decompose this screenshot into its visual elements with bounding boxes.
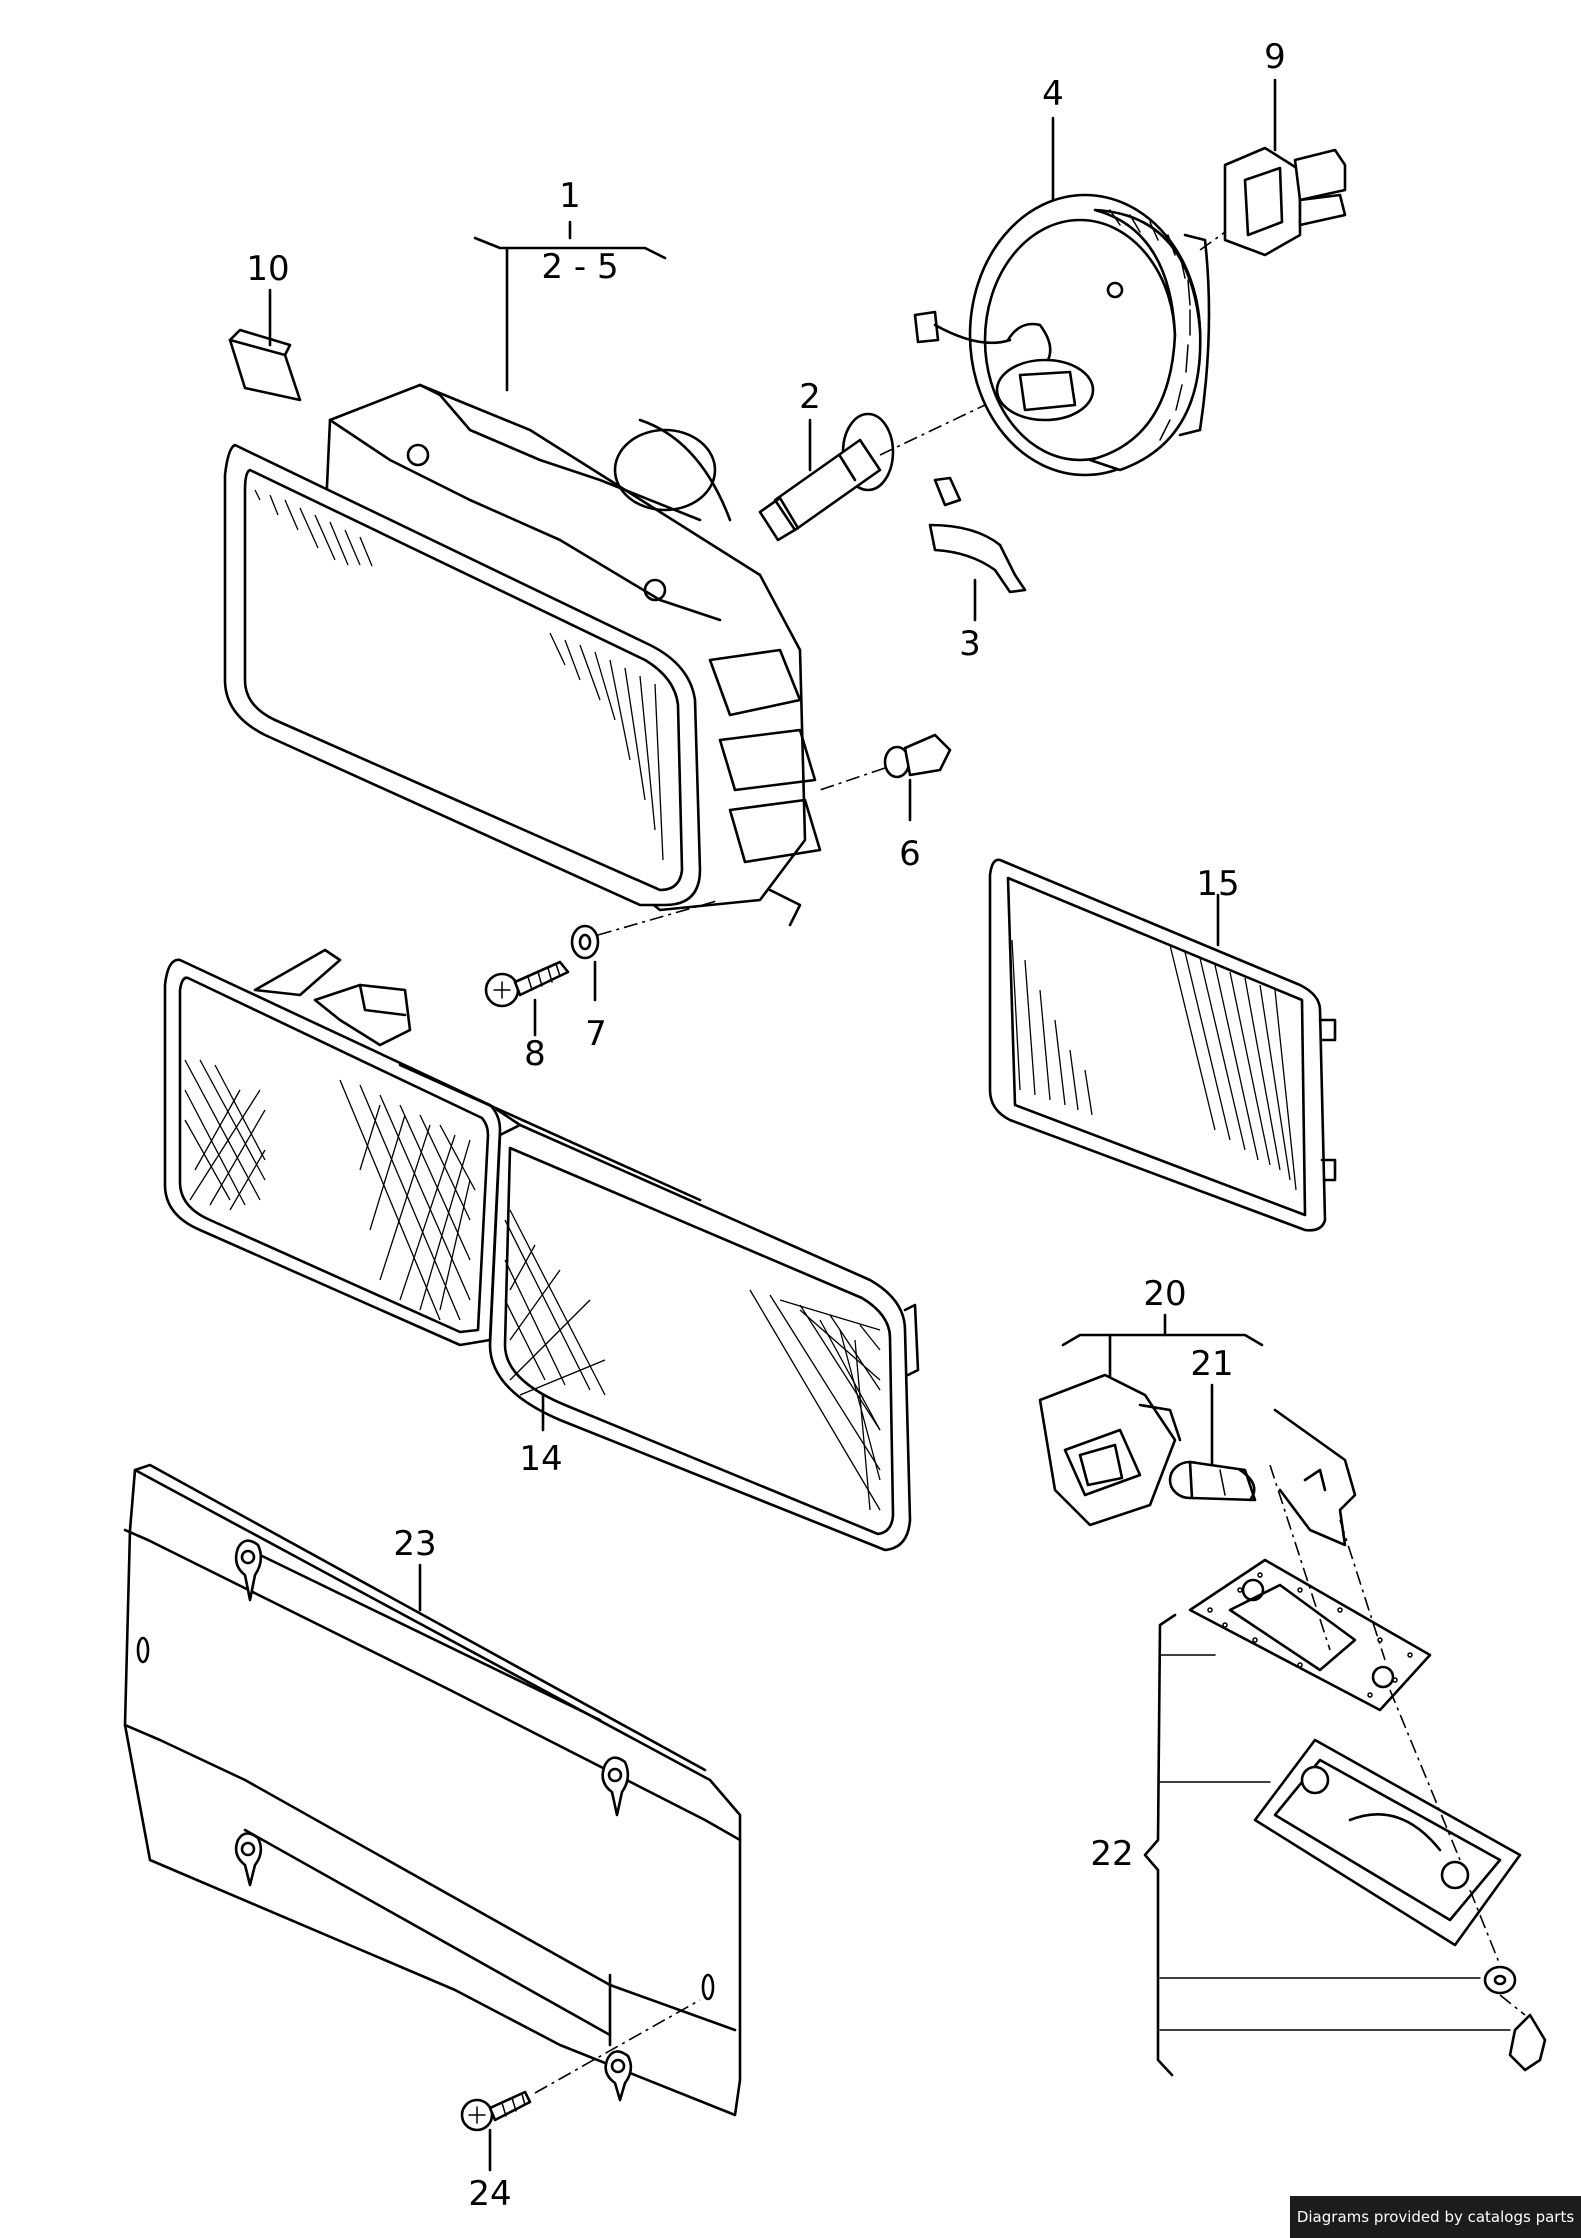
retaining-clip-part-3: 3 [928,476,1027,664]
bulb-part-21: 21 [1168,1344,1257,1502]
callout-6: 6 [899,834,921,874]
callout-1: 1 [559,176,581,216]
screw-part-8: 8 [484,960,570,1074]
callout-1-range: 2 - 5 [541,247,618,287]
callout-21: 21 [1190,1344,1233,1384]
connector-part-9: 9 [1223,37,1347,257]
panel-part-23: 23 [123,1463,742,2117]
indicator-lens-part-14: 14 [163,948,920,1552]
callout-23: 23 [393,1524,436,1564]
headlight-lens-part-15: 15 [988,858,1337,1232]
clip-part-10: 10 [228,249,302,402]
bulb-part-2: 2 [758,377,895,542]
callout-22: 22 [1090,1834,1133,1874]
callout-7: 7 [585,1014,607,1054]
headlight-assembly: 1 2 - 5 [223,176,822,927]
callout-4: 4 [1042,74,1064,114]
callout-15: 15 [1196,864,1239,904]
callout-10: 10 [246,249,289,289]
bulb-holder-part-20: 20 [1038,1274,1264,1527]
adjuster-part-6: 6 [819,733,952,874]
cap-part-4: 4 [913,74,1211,477]
screw-part-24: 24 [460,1999,701,2214]
callout-2: 2 [799,377,821,417]
credit-banner: Diagrams provided by catalogs parts [1290,2196,1581,2238]
plate-light-part-22: 22 [1090,1464,1547,2077]
callout-8: 8 [524,1034,546,1074]
callout-9: 9 [1264,37,1286,77]
callout-3: 3 [959,624,981,664]
callout-14: 14 [519,1439,562,1479]
washer-part-7: 7 [570,899,721,1054]
callout-24: 24 [468,2174,511,2214]
callout-20: 20 [1143,1274,1186,1314]
